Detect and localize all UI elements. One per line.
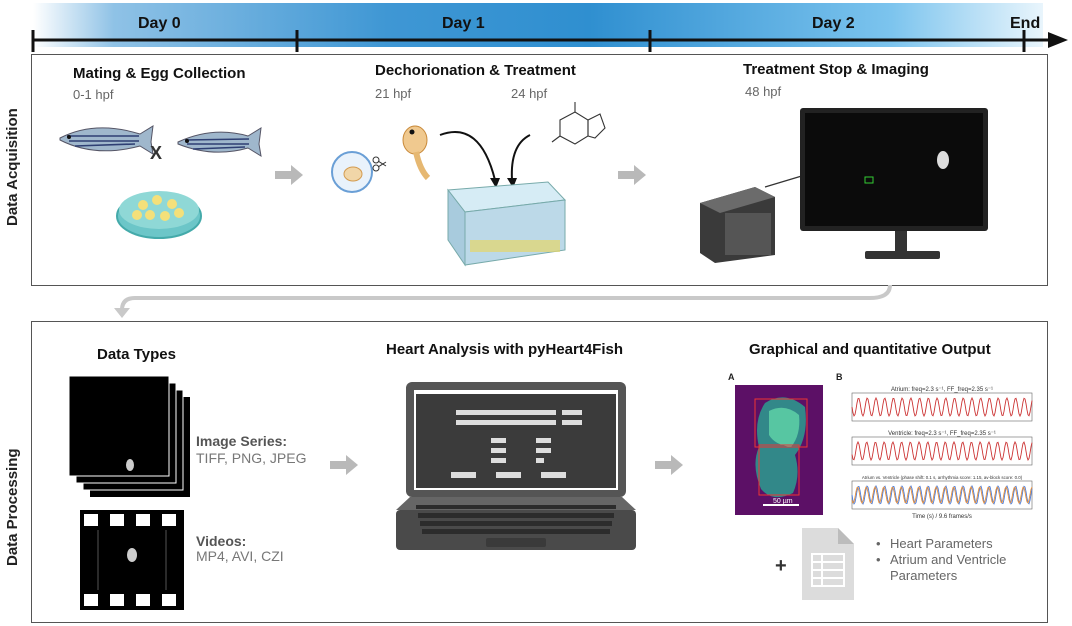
mating-hpf: 0-1 hpf [73,87,114,102]
data-types-title: Data Types [97,346,176,363]
monitor-icon [800,108,988,259]
laptop-illustration [396,382,636,550]
bullet-atrium-ventricle: Atrium and Ventricle Parameters [890,552,1007,583]
larva-icon [402,125,431,181]
right-arrow-icon [618,165,646,185]
day2-label: Day 2 [812,15,855,32]
plot-title-atrium: Atrium: freq=2.3 s⁻¹, FF_freq=2.35 s⁻¹ [891,387,993,393]
imaging-title: Treatment Stop & Imaging [743,61,929,78]
plot-title-comparison: Atrium vs. Ventricle (phase shift: 0.1 s… [862,475,1023,480]
petri-dish-icon [116,191,202,239]
plot-comparison [851,480,1033,510]
heart-segmentation-image [735,385,823,515]
plot-titles: Atrium: freq=2.3 s⁻¹, FF_freq=2.35 s⁻¹ V… [862,387,1023,520]
timeline-axis [31,30,1068,52]
mating-title: Mating & Egg Collection [73,65,246,82]
image-series-stack [68,375,190,497]
plot-atrium [851,392,1033,422]
list-item: •Atrium and Ventricle Parameters [876,552,1026,584]
dechorionation-title: Dechorionation & Treatment [375,62,576,79]
scale-bar-label: 50 µm [773,498,793,505]
acquisition-side-label: Data Acquisition [4,108,21,226]
image-series-label: Image Series: [196,433,288,449]
output-title: Graphical and quantitative Output [749,341,991,358]
zebrafish-icon [177,127,262,158]
plot-title-ventricle: Ventricle: freq=2.3 s⁻¹, FF_freq=2.35 s⁻… [888,431,996,437]
plus-symbol: + [775,555,787,577]
heartbeat-plots [851,392,1033,510]
analysis-title: Heart Analysis with pyHeart4Fish [386,341,624,358]
dechorionation-illustration [331,102,606,267]
videos-label: Videos: [196,533,247,549]
right-arrow-icon [330,455,358,475]
caffeine-molecule-icon [551,102,606,145]
microscope-icon [700,187,775,263]
cross-symbol: X [150,143,163,163]
videos-formats: MP4, AVI, CZI [196,548,284,564]
output-parameter-list: •Heart Parameters •Atrium and Ventricle … [876,536,1026,584]
zebrafish-mating-illustration [59,125,262,239]
well-plate-icon [447,181,567,267]
plot-ventricle [851,436,1033,466]
image-series-formats: TIFF, PNG, JPEG [196,450,307,466]
right-arrow-icon [275,165,303,185]
day1-label: Day 1 [442,15,485,32]
connector-arrow [114,284,892,318]
right-arrow-icon [655,455,683,475]
embryo-icon [331,151,373,193]
hpf-21: 21 hpf [375,86,412,101]
panel-b-label: B [836,372,843,382]
hpf-48: 48 hpf [745,84,782,99]
spreadsheet-icon [802,528,854,600]
x-axis-label: Time (s) / 9.6 frames/s [912,514,972,520]
hpf-24: 24 hpf [511,86,548,101]
end-label: End [1010,15,1041,32]
bullet-heart-parameters: Heart Parameters [890,536,993,551]
video-filmstrip [80,510,184,610]
imaging-illustration [700,108,988,263]
list-item: •Heart Parameters [876,536,993,551]
scissors-icon [372,156,387,172]
day0-label: Day 0 [138,15,181,32]
panel-a-label: A [728,372,735,382]
zebrafish-icon [59,125,154,156]
processing-side-label: Data Processing [4,448,21,566]
